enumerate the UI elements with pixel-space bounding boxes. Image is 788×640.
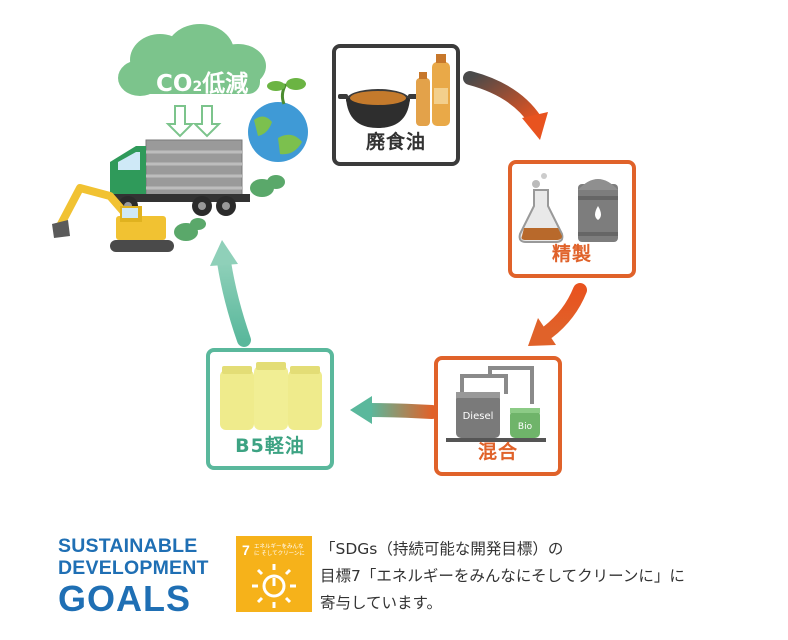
waste-oil-box: 廃食油: [332, 44, 460, 166]
description-line-3: 寄与しています。: [320, 594, 442, 612]
arrow-to-refine: [463, 71, 548, 140]
sdg-description: 「SDGs（持続可能な開発目標）の 目標7「エネルギーをみんなにそしてクリーンに…: [320, 536, 760, 617]
step-label-b5: B5軽油: [235, 435, 305, 457]
mix-box: Diesel Bio 混合: [434, 356, 562, 476]
excavator-icon: [52, 184, 206, 252]
vehicles-illustration: [52, 24, 308, 252]
diesel-tank-label: Diesel: [463, 411, 494, 422]
bio-tank-label: Bio: [518, 422, 533, 432]
truck-icon: [110, 139, 285, 216]
b5-jars-icon: [220, 362, 322, 430]
step-label-refine: 精製: [551, 243, 592, 265]
refine-box: 精製: [508, 160, 636, 278]
goal-title: エネルギーをみんなに そしてクリーンに: [254, 544, 305, 557]
co2-cloud: [118, 24, 266, 96]
mix-icon: Diesel Bio: [446, 366, 546, 442]
sun-power-icon: [252, 564, 296, 608]
description-line-2: 目標7「エネルギーをみんなにそしてクリーンに」に: [320, 567, 685, 585]
step-label-mix: 混合: [477, 441, 518, 463]
sdg-logo-line-3: GOALS: [58, 578, 192, 619]
sdg-goal-7-badge: 7 エネルギーをみんなに そしてクリーンに: [236, 536, 312, 612]
description-line-1: 「SDGs（持続可能な開発目標）の: [320, 540, 564, 558]
cycle-arrows: [210, 71, 587, 424]
co2-reduction-label: CO2低減: [156, 71, 249, 97]
globe-icon: [248, 78, 308, 162]
goal-number: 7: [242, 542, 250, 558]
b5-diesel-box: B5軽油: [206, 348, 334, 470]
arrow-to-b5: [350, 396, 439, 424]
sdg-logo-line-1: SUSTAINABLE: [58, 535, 198, 557]
arrow-to-mix: [528, 283, 587, 346]
waste-oil-icon: [338, 54, 450, 128]
step-label-waste-oil: 廃食油: [365, 131, 426, 153]
sdg-logo-line-2: DEVELOPMENT: [58, 557, 209, 579]
refine-icon: [518, 173, 618, 243]
down-arrows-icon: [165, 105, 222, 138]
arrow-to-vehicles: [210, 240, 251, 347]
